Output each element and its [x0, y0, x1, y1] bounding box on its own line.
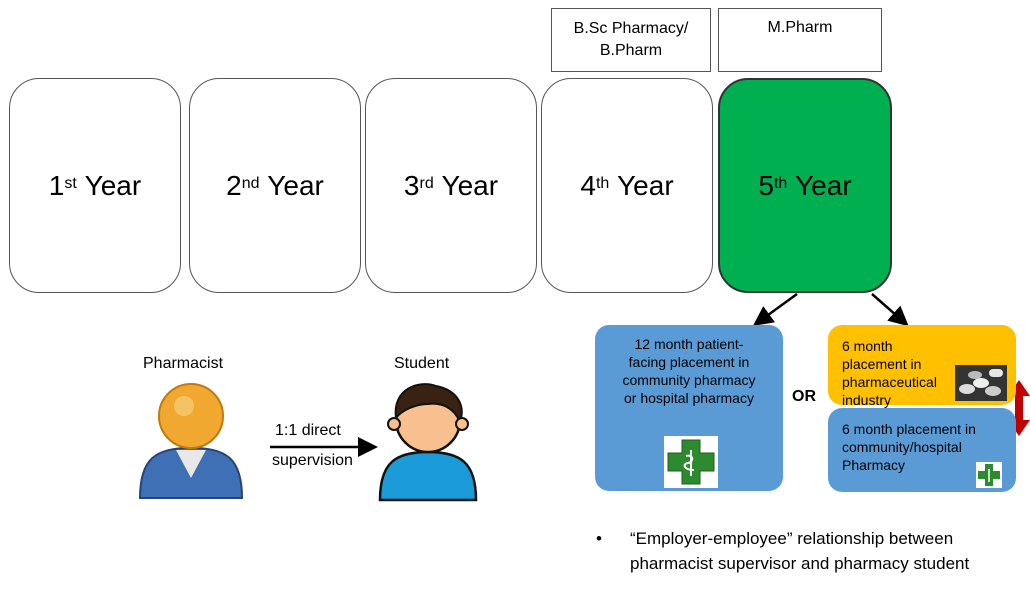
bachelor-degree-box: B.Sc Pharmacy/ B.Pharm — [551, 8, 711, 72]
arrow-to-option-b — [871, 293, 909, 327]
year-word: Year — [617, 169, 674, 201]
year-ordinal: th — [595, 174, 610, 192]
student-label: Student — [394, 355, 450, 372]
year-number: 4 — [580, 169, 596, 201]
year-word: Year — [795, 169, 852, 201]
year-ordinal: st — [64, 174, 77, 192]
year-number: 2 — [226, 169, 242, 201]
student-icon — [378, 383, 478, 502]
relationship-note-text: “Employer-employee” relationship between… — [630, 529, 970, 573]
option-a-text: 12 month patient-facing placement in com… — [622, 336, 756, 406]
bullet-dot: • — [596, 529, 602, 548]
bachelor-degree-label: B.Sc Pharmacy/ B.Pharm — [573, 20, 689, 59]
year-word: Year — [267, 169, 324, 201]
year-word: Year — [441, 169, 499, 201]
year-ordinal: rd — [419, 174, 434, 192]
option-b-pharmacy-text: 6 month placement in community/hospital … — [842, 421, 976, 473]
pharmacy-cross-small-icon — [976, 462, 1002, 488]
pharmacist-icon — [138, 383, 244, 499]
master-degree-box: M.Pharm — [718, 8, 882, 72]
year-number: 3 — [403, 169, 420, 201]
year-number: 1 — [48, 169, 65, 201]
option-b-pharmacy-placement: 6 month placement in community/hospital … — [828, 408, 1016, 492]
pharmacist-label: Pharmacist — [143, 355, 224, 372]
year-ordinal: nd — [241, 174, 260, 192]
relationship-note: • “Employer-employee” relationship betwe… — [596, 526, 1016, 576]
supervision-label-line1: 1:1 direct — [275, 422, 341, 439]
pills-icon — [955, 365, 1007, 401]
year-word: Year — [84, 169, 142, 201]
supervision-label-line2: supervision — [272, 452, 353, 469]
arrow-to-option-a — [752, 292, 798, 326]
year-ordinal: th — [773, 174, 788, 192]
pharmacy-cross-icon — [664, 436, 718, 488]
or-label: OR — [792, 388, 816, 405]
option-b-industry-text: 6 month placement in pharmaceutical indu… — [842, 338, 937, 408]
master-degree-label: M.Pharm — [767, 19, 833, 36]
year-number: 5 — [758, 169, 774, 201]
